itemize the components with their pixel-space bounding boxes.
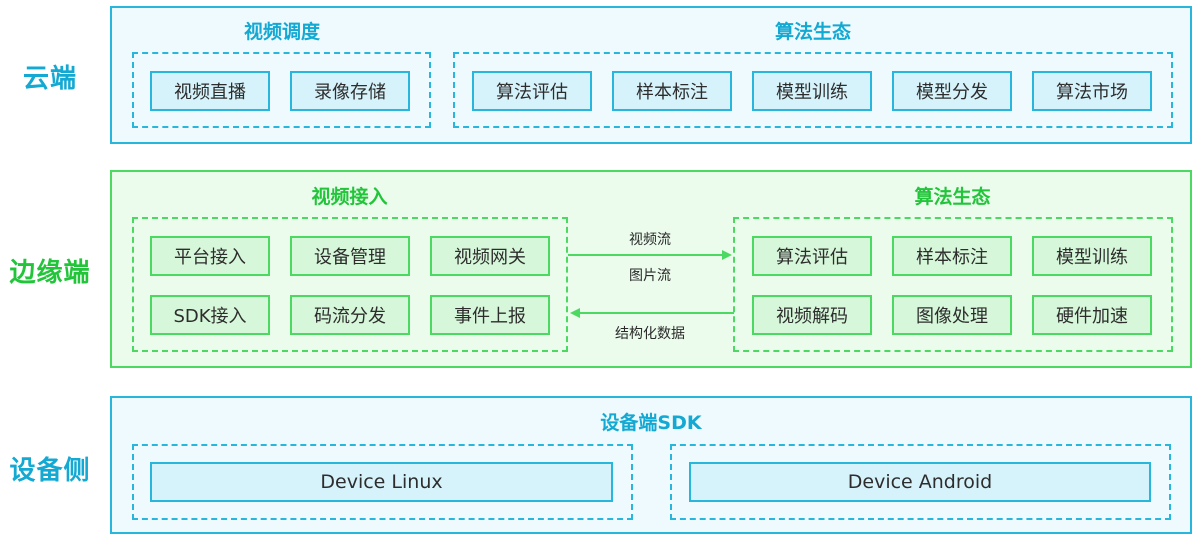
cloud-algo-title: 算法生态 (774, 21, 851, 43)
device-layer-label: 设备侧 (9, 456, 91, 486)
cloud-video-title: 视频调度 (243, 21, 320, 43)
edge-algo-item: 算法评估 (752, 236, 872, 276)
edge-access-item: 视频网关 (430, 236, 550, 276)
cloud-layer-label: 云端 (22, 64, 77, 94)
device-linux-group (132, 444, 633, 520)
cloud-algo-item: 模型分发 (892, 71, 1012, 111)
edge-algo-item: 图像处理 (892, 295, 1012, 335)
edge-algo-item: 样本标注 (892, 236, 1012, 276)
flow-label-image-stream: 图片流 (629, 268, 671, 284)
cloud-algo-item: 算法评估 (472, 71, 592, 111)
cloud-algo-item: 算法市场 (1032, 71, 1152, 111)
edge-layer-label: 边缘端 (9, 258, 91, 288)
cloud-algo-item: 样本标注 (612, 71, 732, 111)
right-arrow-head-icon (722, 250, 732, 260)
cloud-algo-item: 模型训练 (752, 71, 872, 111)
device-android-group (670, 444, 1171, 520)
left-arrow-head-icon (570, 308, 580, 318)
edge-access-item: 设备管理 (290, 236, 410, 276)
cloud-algo-group (453, 52, 1173, 128)
edge-access-title: 视频接入 (311, 186, 388, 208)
flow-arrows (568, 250, 734, 318)
device-linux-item: Device Linux (150, 462, 613, 502)
cloud-video-group (132, 52, 431, 128)
edge-access-item: 平台接入 (150, 236, 270, 276)
edge-access-item: 事件上报 (430, 295, 550, 335)
edge-access-item: SDK接入 (150, 295, 270, 335)
flow-label-structured-data: 结构化数据 (615, 326, 685, 342)
edge-access-group (132, 217, 568, 352)
edge-algo-group (733, 217, 1173, 352)
device-sdk-title: 设备端SDK (600, 412, 702, 434)
device-android-item: Device Android (689, 462, 1151, 502)
edge-algo-item: 模型训练 (1032, 236, 1152, 276)
edge-algo-item: 视频解码 (752, 295, 872, 335)
flow-label-video-stream: 视频流 (629, 232, 671, 248)
edge-access-item: 码流分发 (290, 295, 410, 335)
cloud-video-item: 录像存储 (290, 71, 410, 111)
cloud-video-item: 视频直播 (150, 71, 270, 111)
edge-algo-item: 硬件加速 (1032, 295, 1152, 335)
edge-algo-title: 算法生态 (914, 186, 991, 208)
